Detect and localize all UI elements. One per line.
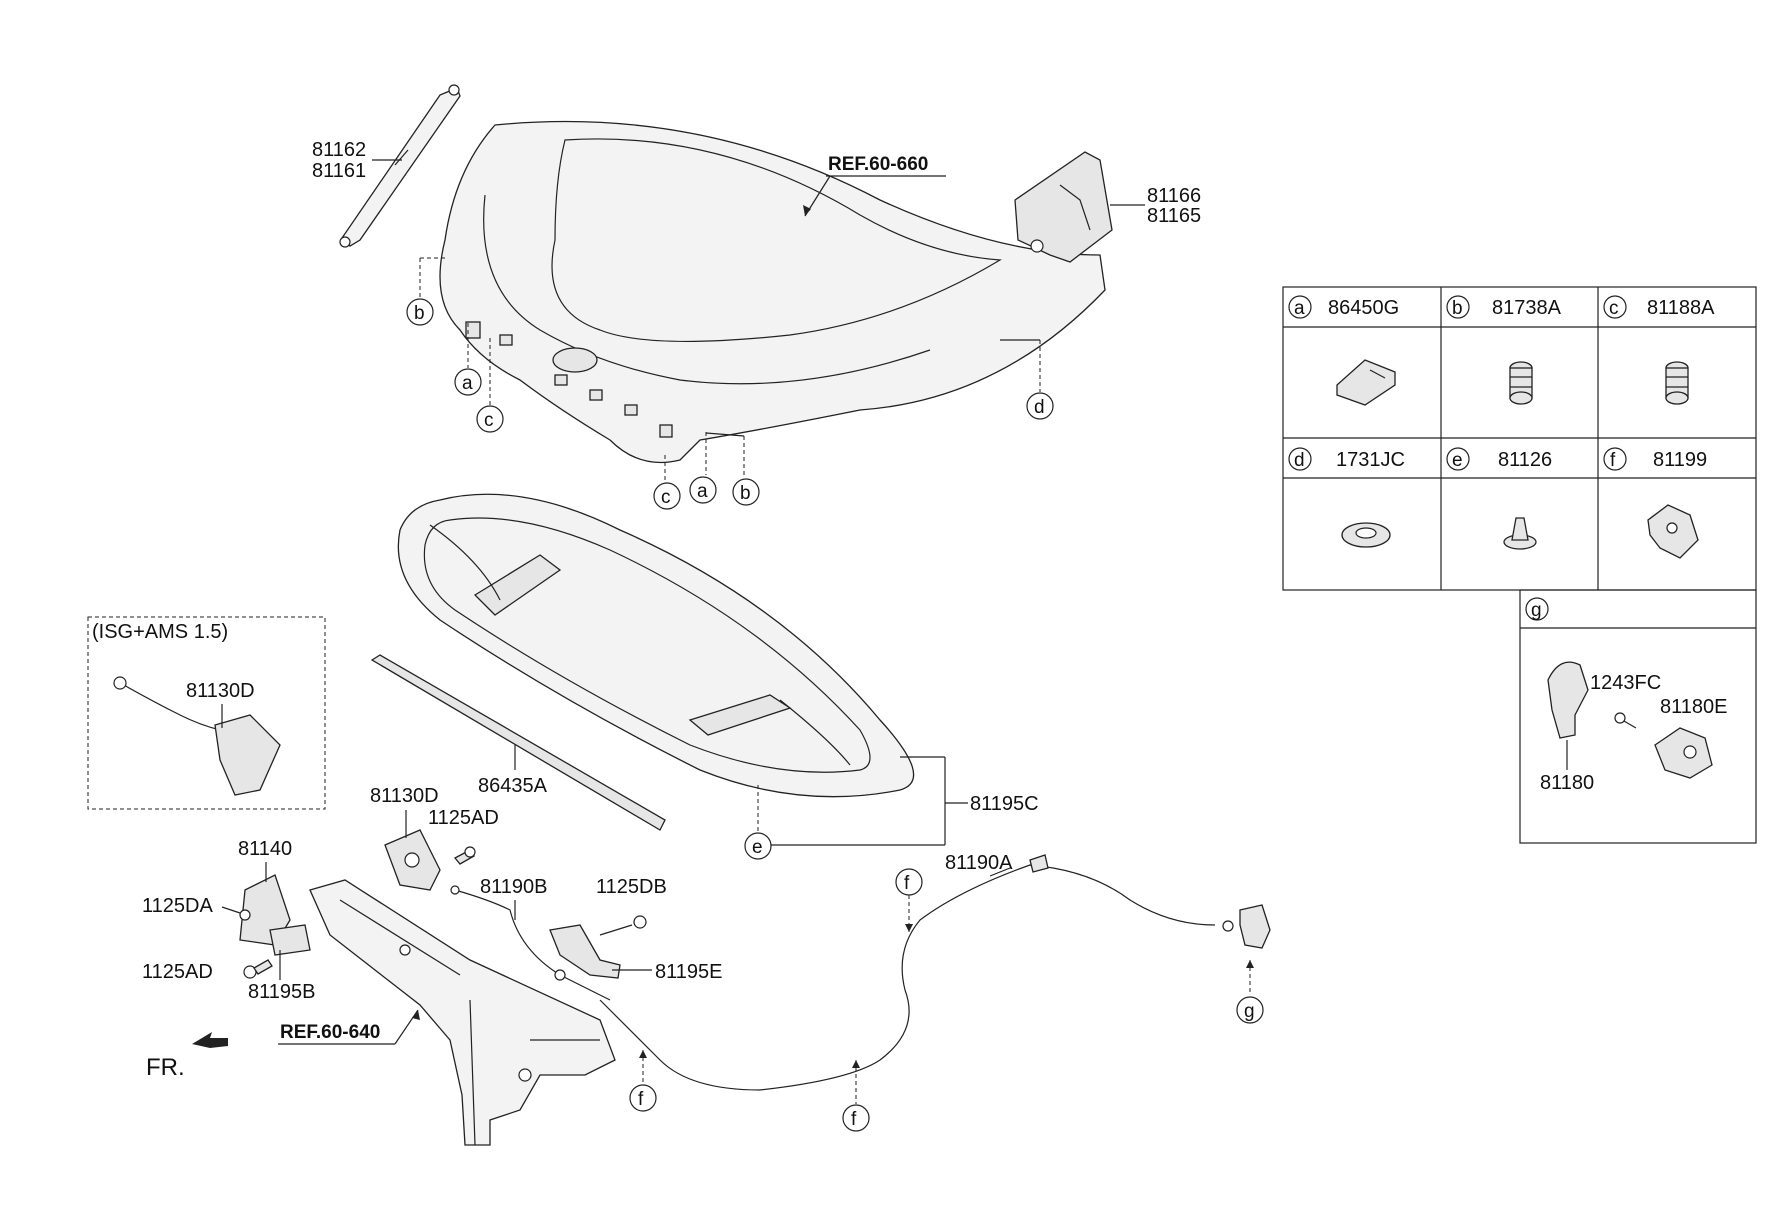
variant-box-title: (ISG+AMS 1.5) <box>92 621 228 643</box>
bracket-195b-part-number: 81195B <box>248 981 315 1003</box>
legend-e-part: 81126 <box>1498 449 1552 471</box>
latch-part-number: 81130D <box>370 785 439 807</box>
callout-f-cable-bottom: f <box>851 1109 857 1130</box>
callout-f-cable-left: f <box>638 1089 644 1110</box>
callout-d-hood: d <box>1034 397 1045 418</box>
bolt-da <box>221 906 251 921</box>
bolt-ad <box>243 959 273 979</box>
pin-81126-icon <box>1503 517 1537 550</box>
radiator-support <box>309 879 616 1146</box>
callout-f-cable-top: f <box>904 873 910 894</box>
legend-d-letter: d <box>1294 450 1305 471</box>
callout-c-hood-left: c <box>484 410 494 431</box>
hood-corner-bracket <box>1014 151 1113 263</box>
lock-bracket <box>239 874 311 956</box>
legend-table <box>1282 286 1757 591</box>
bracket-part-number-b: 81165 <box>1147 205 1201 227</box>
legend-f-part: 81199 <box>1653 449 1707 471</box>
panel-reference: REF.60-640 <box>280 1022 380 1043</box>
callout-a-hood-left: a <box>462 373 473 394</box>
latch-bolt-part-number: 1125AD <box>428 807 499 829</box>
legend-a-part: 86450G <box>1328 297 1399 319</box>
legend-e-letter: e <box>1452 450 1463 471</box>
release-cable-a <box>599 854 1271 1091</box>
hood-insulator <box>397 493 915 798</box>
bumper-81738a-icon <box>1509 361 1533 405</box>
strut-part-number-b: 81161 <box>312 160 366 182</box>
hood-panel <box>439 120 1106 464</box>
callout-c-hood-bottom: c <box>661 487 671 508</box>
legend-g-bolt: 1243FC <box>1590 672 1661 694</box>
weatherstrip-part-number: 86435A <box>478 775 548 797</box>
handle-bracket-icon <box>1654 727 1713 779</box>
clip-86450g-icon <box>1336 359 1396 406</box>
variant-box <box>87 616 326 810</box>
legend-f-letter: f <box>1610 450 1616 471</box>
legend-b-part: 81738A <box>1492 297 1562 319</box>
callout-a-hood-bottom: a <box>697 481 708 502</box>
bolt-db <box>599 915 647 936</box>
legend-g-bracket: 81180E <box>1660 696 1727 718</box>
grommet-1731jc-icon <box>1341 522 1391 548</box>
bolt-ad-part-number: 1125AD <box>142 961 213 983</box>
insulator-part-number: 81195C <box>970 793 1039 815</box>
variant-latch-part-number: 81130D <box>186 680 255 702</box>
legend-g-box <box>1519 589 1757 844</box>
callout-b-hood-bottom: b <box>740 483 751 504</box>
bumper-81188a-icon <box>1665 361 1689 405</box>
lock-bracket-part-number: 81140 <box>238 838 292 860</box>
bracket-part-number-a: 81166 <box>1147 185 1201 207</box>
strut-part-number-a: 81162 <box>312 139 366 161</box>
legend-g-handle: 81180 <box>1540 772 1594 794</box>
release-cable-b <box>450 885 611 1001</box>
cable-a-part-number: 81190A <box>945 852 1013 874</box>
bolt-1243fc-icon <box>1614 712 1637 729</box>
callout-g-handle: g <box>1244 1001 1255 1022</box>
callout-b-hood-left: b <box>414 303 425 324</box>
callout-e-insulator: e <box>752 837 763 858</box>
legend-d-part: 1731JC <box>1336 449 1405 471</box>
bolt-db-part-number: 1125DB <box>596 876 667 898</box>
release-handle-icon <box>1547 661 1589 739</box>
clip-81199-icon <box>1647 504 1699 559</box>
latch-bolt <box>453 846 476 865</box>
hood-strut <box>339 84 461 248</box>
front-indicator: FR. <box>146 1054 185 1081</box>
bolt-da-part-number: 1125DA <box>142 895 213 917</box>
hood-latch <box>384 829 441 891</box>
bracket-195e-part-number: 81195E <box>655 961 722 983</box>
variant-latch-assembly <box>113 676 281 796</box>
legend-a-letter: a <box>1294 298 1305 319</box>
cable-b-part-number: 81190B <box>480 876 547 898</box>
front-arrow-icon <box>192 1032 228 1048</box>
legend-b-letter: b <box>1452 298 1463 319</box>
legend-g-letter: g <box>1531 600 1542 621</box>
legend-c-part: 81188A <box>1647 297 1715 319</box>
bracket-195e <box>549 924 621 979</box>
legend-c-letter: c <box>1609 298 1619 319</box>
hood-reference: REF.60-660 <box>828 154 928 175</box>
weatherstrip <box>370 654 666 831</box>
